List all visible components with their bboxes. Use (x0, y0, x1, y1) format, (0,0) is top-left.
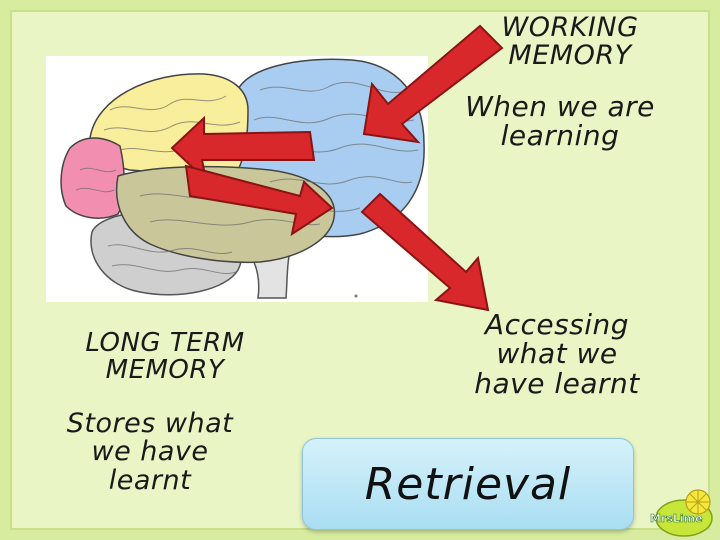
arrow-to-parietal-icon (184, 164, 334, 237)
accessing-description: Accessing what we have learnt (474, 308, 640, 400)
lime-logo-icon: MrsLime (650, 489, 713, 537)
arrows (170, 24, 504, 312)
long-term-memory-description: Stores what we have learnt (66, 408, 234, 496)
working-memory-title: WORKING MEMORY (501, 12, 639, 72)
prefrontal-cortex (60, 137, 126, 219)
retrieval-box: Retrieval (302, 438, 634, 530)
arrow-to-frontal-icon (170, 115, 316, 183)
arrow-working-memory-icon (362, 24, 504, 144)
working-memory-description: When we are learning (465, 90, 655, 153)
long-term-memory-title: LONG TERM MEMORY (85, 328, 245, 386)
arrow-accessing-icon (360, 192, 490, 312)
svg-text:MrsLime: MrsLime (650, 512, 703, 525)
retrieval-label: Retrieval (364, 458, 572, 510)
faded-annotations (354, 294, 358, 298)
